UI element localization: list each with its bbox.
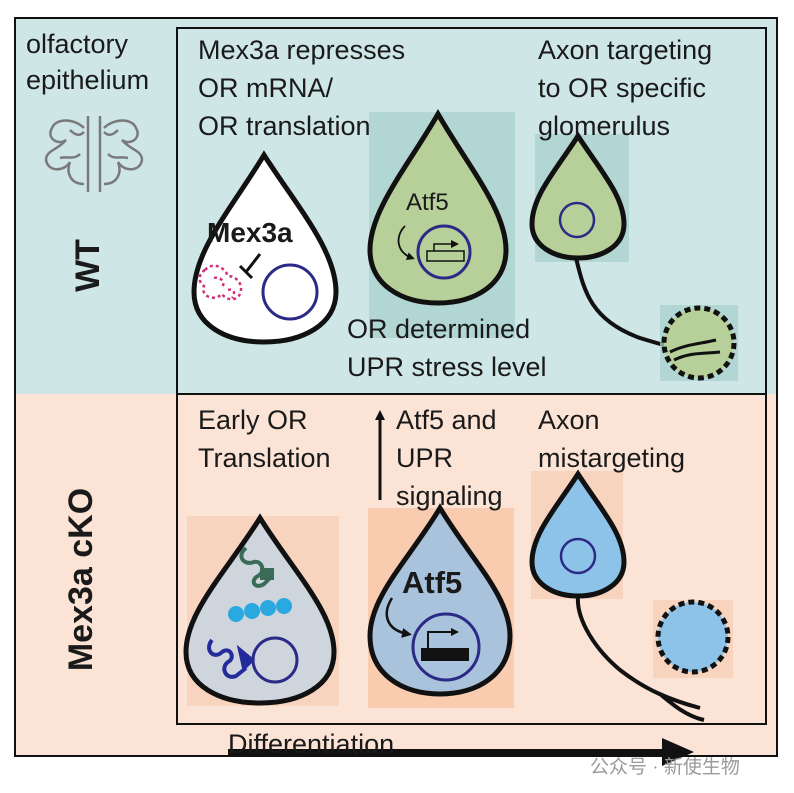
- label-wt-targeting-1: Axon targeting: [538, 35, 713, 65]
- atf5-feedback-arrow: [397, 225, 415, 260]
- label-mex3a: Mex3a: [207, 217, 293, 248]
- olfactory-turbinate-icon: [44, 116, 144, 192]
- wt-or-expressing-neuron: [367, 108, 509, 306]
- row-label-cko: Mex3a cKO: [62, 487, 101, 672]
- gene-promoter-active-icon: [421, 628, 469, 661]
- cko-nucleus-2: [411, 612, 481, 682]
- wt-mature-neuron: [529, 131, 705, 354]
- atf5-strong-arrow: [385, 597, 412, 638]
- inhibition-bar-icon: [238, 253, 262, 280]
- label-cko-signaling-3: signaling: [396, 481, 503, 511]
- differentiation-arrowhead: [662, 738, 694, 766]
- label-cko-signaling-2: UPR: [396, 443, 454, 473]
- label-tissue-2: epithelium: [26, 65, 150, 95]
- watermark: 公众号 · 新使生物: [590, 757, 740, 778]
- wt-nucleus-3: [558, 201, 596, 239]
- row-label-wt: WT: [68, 239, 107, 292]
- ribosome-chain: [228, 598, 292, 622]
- label-cko-mistargeting-2: mistargeting: [538, 443, 686, 473]
- label-cko-mistargeting-1: Axon: [538, 405, 600, 435]
- wt-immature-neuron: [191, 150, 339, 345]
- label-wt-repress-2: OR mRNA/: [198, 73, 333, 103]
- cko-atf5-neuron: [367, 503, 513, 697]
- or-mrna-granule: [198, 264, 243, 301]
- label-wt-upr-1: OR determined: [347, 314, 531, 344]
- cko-panel: [176, 393, 767, 725]
- folded-or-protein: [239, 546, 274, 588]
- label-wt-targeting-3: glomerulus: [538, 111, 671, 141]
- cko-mature-neuron: [529, 469, 705, 722]
- cko-axon: [575, 595, 705, 722]
- empty-glomerulus-icon: [655, 599, 731, 675]
- label-cko-translation-1: Early OR: [198, 405, 308, 435]
- label-wt-upr-2: UPR stress level: [347, 352, 547, 382]
- glomerulus-icon: [661, 305, 737, 381]
- label-cko-translation-2: Translation: [198, 443, 331, 473]
- label-atf5-wt: Atf5: [406, 189, 449, 216]
- nascent-or-protein: [207, 638, 255, 679]
- cko-immature-neuron: [183, 513, 337, 706]
- label-tissue-1: olfactory: [26, 29, 129, 59]
- gene-promoter-icon: [426, 240, 465, 262]
- wt-nucleus-2: [416, 224, 472, 280]
- cko-nucleus-3: [559, 537, 597, 575]
- label-differentiation: Differentiation: [228, 729, 395, 759]
- label-cko-signaling-1: Atf5 and: [396, 405, 497, 435]
- label-atf5-cko: Atf5: [402, 565, 463, 600]
- outer-frame: [14, 17, 778, 757]
- label-wt-targeting-2: to OR specific: [538, 73, 707, 103]
- wt-nucleus-1: [261, 263, 319, 321]
- label-wt-repress-1: Mex3a represses: [198, 35, 406, 65]
- label-wt-repress-3: OR translation: [198, 111, 371, 141]
